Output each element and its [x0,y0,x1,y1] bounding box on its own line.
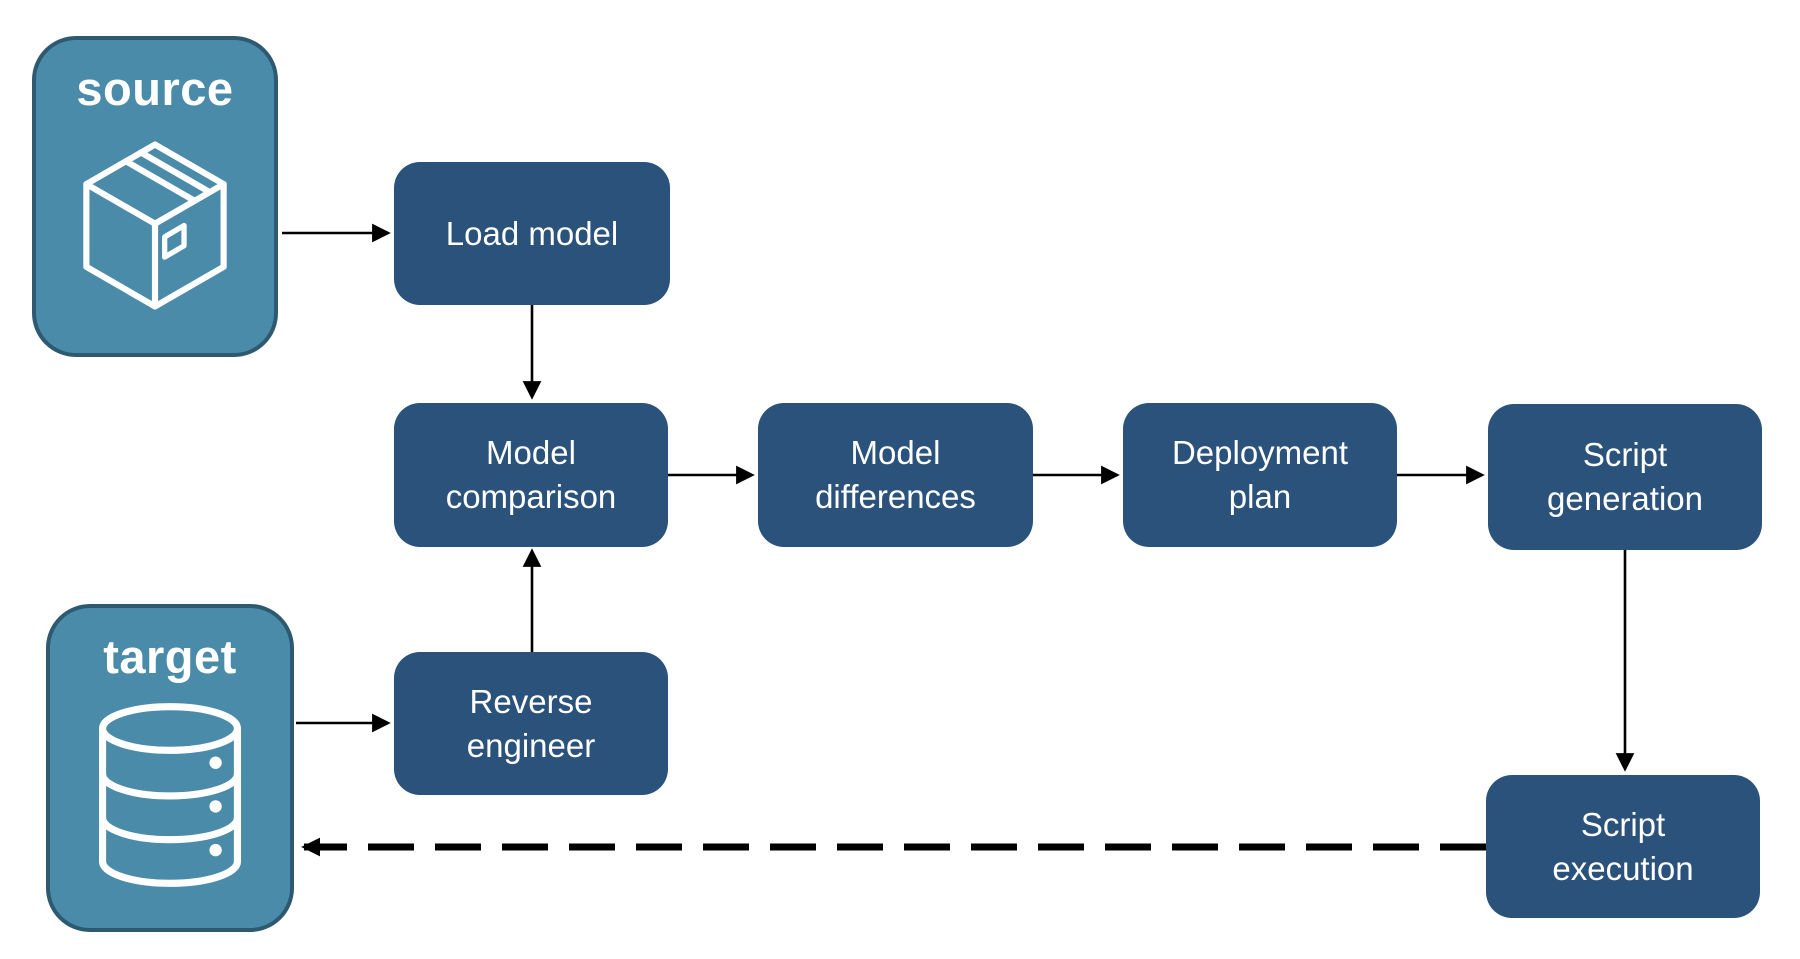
node-deployment-plan: Deployment plan [1123,403,1397,547]
package-icon [83,141,227,310]
database-icon [98,703,242,887]
entity-target: target [46,604,294,932]
node-model-differences-label: Model differences [815,434,976,515]
node-script-execution: Script execution [1486,775,1760,918]
node-deployment-plan-label: Deployment plan [1171,434,1349,515]
node-model-comparison-label: Model comparison [445,434,617,515]
node-load-model: Load model [394,162,670,305]
node-reverse-engineer: Reverse engineer [394,652,668,795]
target-label: target [103,630,237,683]
source-label: source [76,62,234,115]
entity-source: source [32,36,278,357]
node-script-generation: Script generation [1488,404,1762,550]
node-script-generation-label: Script generation [1547,436,1703,517]
node-model-differences: Model differences [758,403,1033,547]
node-reverse-engineer-label: Reverse engineer [466,682,596,764]
node-script-execution-label: Script execution [1552,805,1694,887]
node-model-comparison: Model comparison [394,403,668,547]
node-load-model-label: Load model [445,214,619,252]
